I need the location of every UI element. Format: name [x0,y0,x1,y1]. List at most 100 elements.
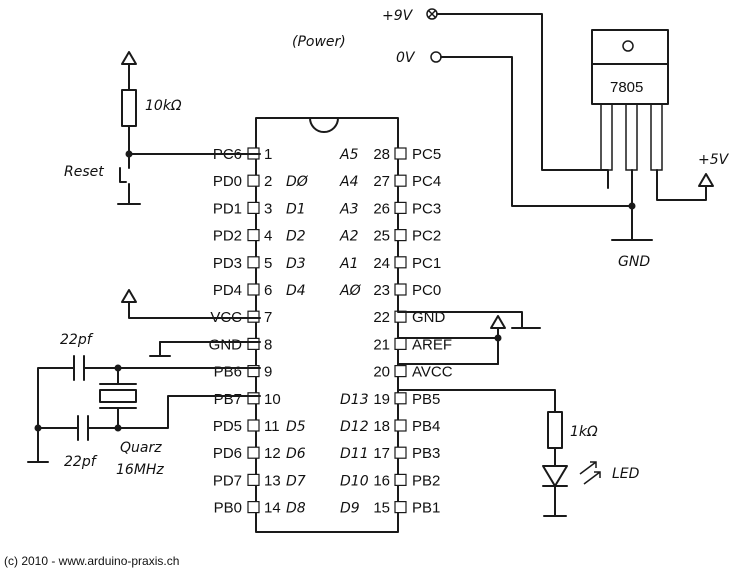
plus5v-arrow-icon [698,173,714,187]
vcc-arrow-icon [121,51,137,65]
pin-number-label: 9 [264,364,272,381]
pin-28: PC5 28 A5 [339,146,441,163]
reset-label: Reset [64,164,104,180]
gnd-left-symbol [149,341,171,357]
pin-arduino-label: D5 [286,419,306,435]
pin-pad [247,310,260,323]
pin-port-label: PB4 [412,418,440,435]
pin-number-label: 19 [373,391,390,408]
pin-number-label: 25 [373,228,390,245]
pin-pad [247,337,260,350]
copyright-text: (c) 2010 - www.arduino-praxis.ch [4,554,179,568]
pin-pad [394,337,407,350]
pin-number-label: 15 [373,500,390,517]
pin-number-label: 11 [264,418,280,435]
avcc-supply-arrow-icon [490,315,506,329]
pin-arduino-label: D6 [286,446,306,462]
pin-port-label: PD4 [213,282,242,299]
pin-port-label: PD1 [213,200,242,217]
atmega-chip [255,117,399,533]
right-pin-group: PC528A5PC427A4PC326A3PC225A2PC124A1PC023… [339,146,453,517]
pin-number-label: 20 [373,364,390,381]
pin-port-label: PD7 [213,472,242,489]
pin-number-label: 5 [264,255,272,272]
reset-button-icon [119,167,127,183]
pin-port-label: PC4 [412,173,441,190]
pin-number-label: 4 [264,228,272,245]
pin-number-label: 28 [373,146,390,163]
pin-pad [394,392,407,405]
zero-v-label: 0V [396,50,416,66]
pin-pad [394,147,407,160]
pin-arduino-label: D13 [340,392,369,408]
pin-port-label: PC5 [412,146,441,163]
pin-pad [247,283,260,296]
pin-pad [247,174,260,187]
regulator-tab [591,29,669,65]
gnd-label: GND [618,254,650,270]
pin-number-label: 8 [264,336,272,353]
pin-number-label: 26 [373,200,390,217]
pin-port-label: PB3 [412,445,440,462]
led-resistor [547,411,563,449]
led-icon [542,465,568,487]
pin-port-label: PD5 [213,418,242,435]
pin-pad [247,256,260,269]
pin-pad [394,419,407,432]
power-label: (Power) [292,34,346,50]
pin-arduino-label: DØ [286,174,309,190]
pin-number-label: 6 [264,282,272,299]
voltage-regulator: 7805 GND +5V [591,29,730,270]
pin-port-label: PD6 [213,445,242,462]
quartz-crystal [99,389,137,403]
pin-number-label: 18 [373,418,390,435]
cap-bottom-label: 22pf [64,454,98,470]
pin-port-label: AREF [412,336,452,353]
pin-pad [247,392,260,405]
zero-v-terminal [430,51,442,63]
quartz-label-2: 16MHz [116,462,164,478]
pin-arduino-label: A2 [339,229,359,245]
pin-pad [394,473,407,486]
reset-circuit: 10kΩ Reset [64,51,261,205]
pin-pad [247,501,260,514]
pin-port-label: PB1 [412,500,440,517]
plus9v-label: +9V [382,8,414,24]
pin-port-label: PC1 [412,255,441,272]
pin-number-label: 22 [373,309,390,326]
pin-number-label: 12 [264,445,281,462]
pin-number-label: 21 [373,336,390,353]
pin-number-label: 7 [264,309,272,326]
pin-arduino-label: D7 [286,473,306,489]
pin-11: PD5 11 D5 [213,418,306,435]
pin-port-label: PD3 [213,255,242,272]
pin-port-label: PB0 [214,500,242,517]
pin-number-label: 14 [264,500,281,517]
pin-pad [247,365,260,378]
vcc-supply-arrow-icon [121,289,137,303]
pin-pad [394,446,407,459]
pin-port-label: PC0 [412,282,441,299]
pin-port-label: PD0 [213,173,242,190]
pin-pad [394,501,407,514]
pin-arduino-label: D11 [340,446,369,462]
pin-number-label: 24 [373,255,390,272]
pin-arduino-label: A3 [339,201,358,217]
pin-port-label: PC2 [412,228,441,245]
pin-port-label: PB7 [214,391,242,408]
plus5v-label: +5V [698,152,730,168]
pin-arduino-label: A5 [339,147,359,163]
pin-pad [394,201,407,214]
chip-notch [309,117,339,133]
